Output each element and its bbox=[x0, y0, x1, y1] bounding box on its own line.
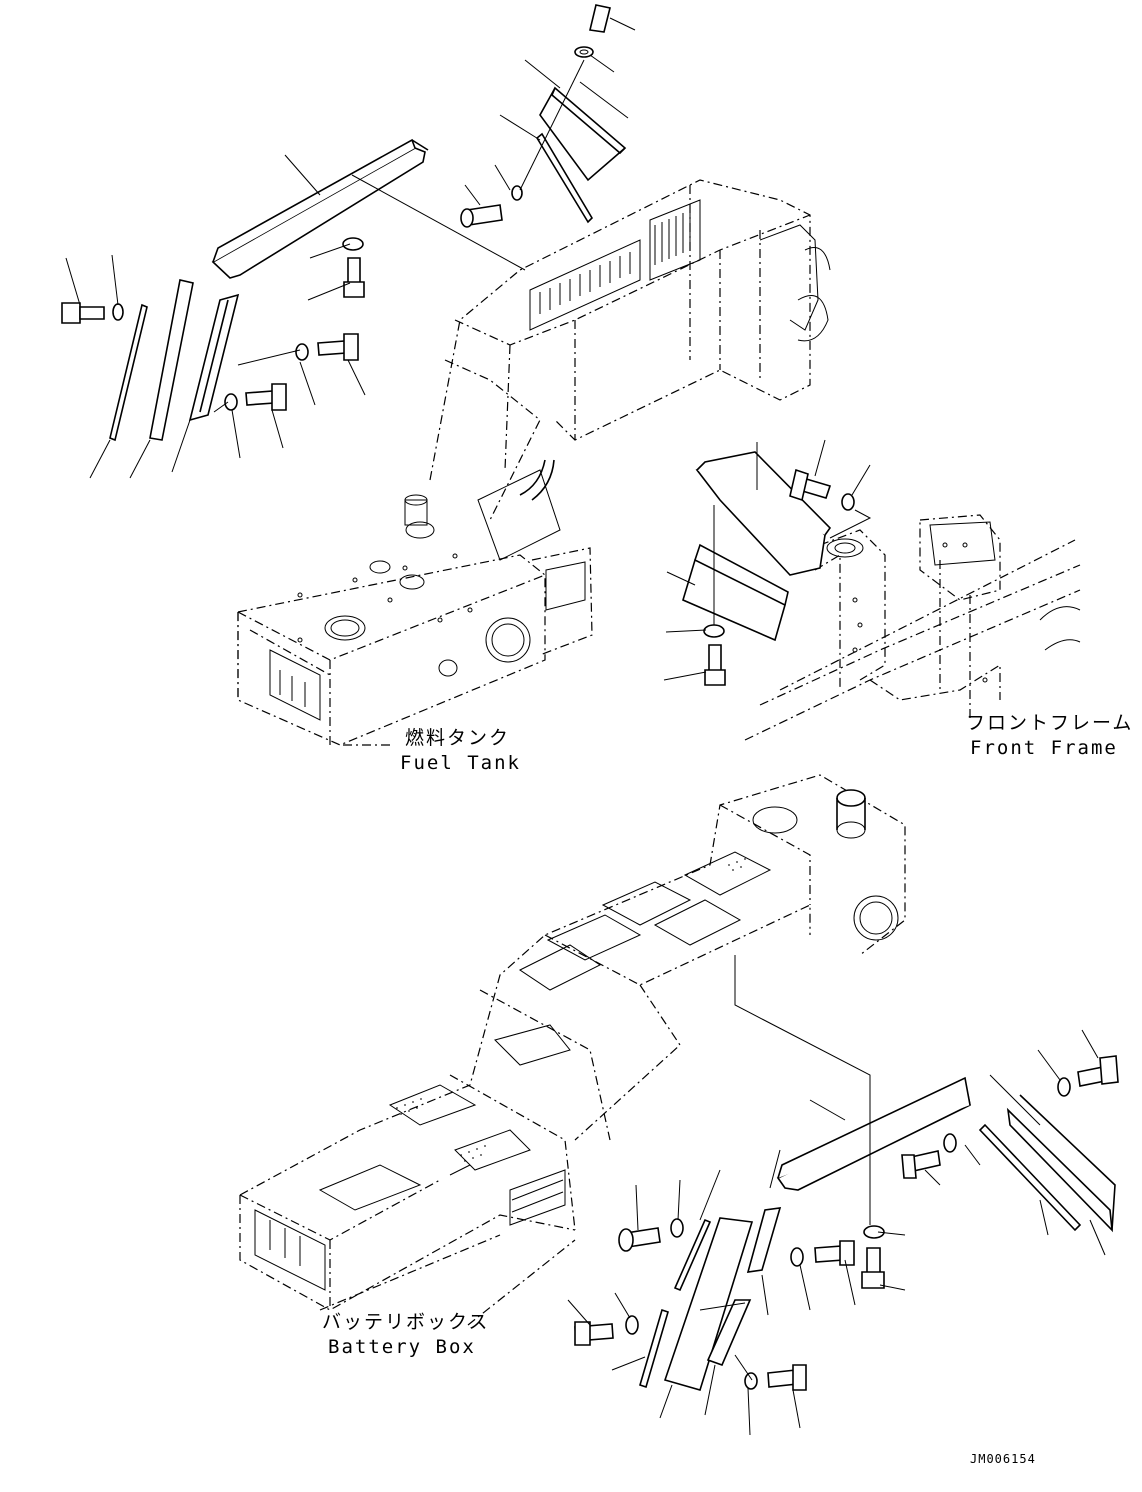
battery-cover-plate bbox=[776, 1076, 971, 1191]
battery-side-plates-left bbox=[639, 1207, 782, 1391]
top-cover-plate bbox=[211, 138, 429, 279]
bolts-washers-top bbox=[61, 4, 611, 411]
battery-box-label-jp: バッテリボックス bbox=[322, 1311, 490, 1333]
fuel-tank-body bbox=[237, 459, 593, 746]
upper-strip-plates bbox=[535, 86, 627, 224]
upper-frame bbox=[429, 179, 831, 521]
battery-box-frame bbox=[239, 774, 906, 1311]
bolts-washers-bottom bbox=[574, 1055, 1119, 1391]
label-pointers bbox=[319, 744, 576, 1326]
drawing-code: JM006154 bbox=[970, 1452, 1036, 1466]
fuel-tank-label-en: Fuel Tank bbox=[400, 752, 521, 774]
leader-lines-front bbox=[663, 439, 872, 681]
left-side-plates bbox=[109, 279, 240, 442]
leader-lines-top bbox=[65, 17, 636, 479]
front-frame-label-jp: フロントフレーム bbox=[966, 712, 1134, 734]
front-frame-label-en: Front Frame bbox=[970, 737, 1118, 759]
fuel-tank-label-jp: 燃料タンク bbox=[405, 727, 511, 749]
front-frame-covers bbox=[682, 451, 855, 686]
leader-lines-bottom bbox=[449, 955, 1106, 1436]
battery-side-plates-right bbox=[978, 1094, 1116, 1233]
battery-box-label-en: Battery Box bbox=[328, 1336, 476, 1358]
front-frame bbox=[744, 514, 1081, 741]
